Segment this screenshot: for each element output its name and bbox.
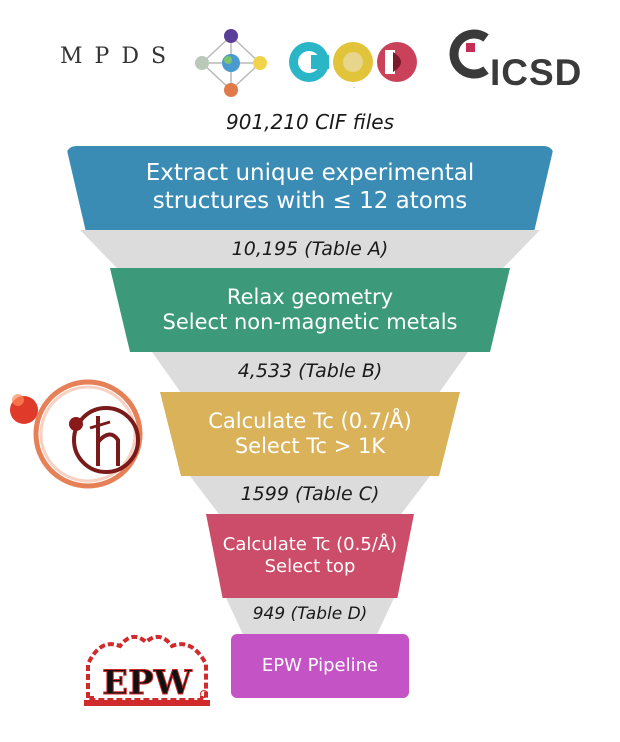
stage-4-line-1: Calculate Tc (0.5/Å) — [222, 534, 398, 556]
stage-3-line-2: Select Tc > 1K — [234, 434, 386, 458]
funnel-connector-3 — [190, 476, 430, 514]
icsd-icon — [449, 29, 489, 79]
stage-1-line-1: Extract unique experimental — [145, 160, 475, 187]
funnel-stage-relax: Relax geometry Select non-magnetic metal… — [110, 268, 510, 352]
stage-3-output: 1599 (Table C) — [240, 483, 380, 505]
funnel-connector-1 — [80, 230, 540, 268]
icsd-logo: ICSD — [490, 52, 583, 93]
epw-logo: EPW — [84, 634, 210, 706]
stage-2-line-1: Relax geometry — [226, 284, 394, 309]
stage-4-output: 949 (Table D) — [252, 604, 368, 624]
funnel-stage-epw-pipeline: EPW Pipeline — [231, 634, 409, 698]
stage-4-line-2: Select top — [264, 556, 356, 577]
epw-logo-text: EPW — [102, 663, 192, 703]
stage-2-output: 4,533 (Table B) — [237, 360, 383, 382]
funnel-stage-extract: Extract unique experimental structures w… — [66, 146, 554, 230]
mpds-molecule-logo — [195, 29, 267, 97]
cod-logo-text: COD — [353, 87, 355, 89]
cod-logo: COD — [289, 42, 417, 89]
stage-1-output: 10,195 (Table A) — [231, 238, 389, 260]
funnel-stage-calc-tc-07: Calculate Tc (0.7/Å) Select Tc > 1K — [160, 392, 460, 476]
mpds-logo: MPDS — [60, 44, 179, 69]
stage-1-line-2: structures with ≤ 12 atoms — [152, 188, 468, 214]
total-cif-count: 901,210 CIF files — [226, 110, 394, 134]
stage-2-line-2: Select non-magnetic metals — [162, 310, 458, 334]
stage-3-line-1: Calculate Tc (0.7/Å) — [208, 408, 412, 433]
funnel-connector-2 — [152, 352, 468, 392]
quantum-espresso-logo — [10, 379, 143, 489]
funnel-connector-4 — [226, 598, 394, 634]
funnel-stage-calc-tc-05: Calculate Tc (0.5/Å) Select top — [206, 514, 414, 598]
stage-5-line-1: EPW Pipeline — [261, 655, 379, 677]
